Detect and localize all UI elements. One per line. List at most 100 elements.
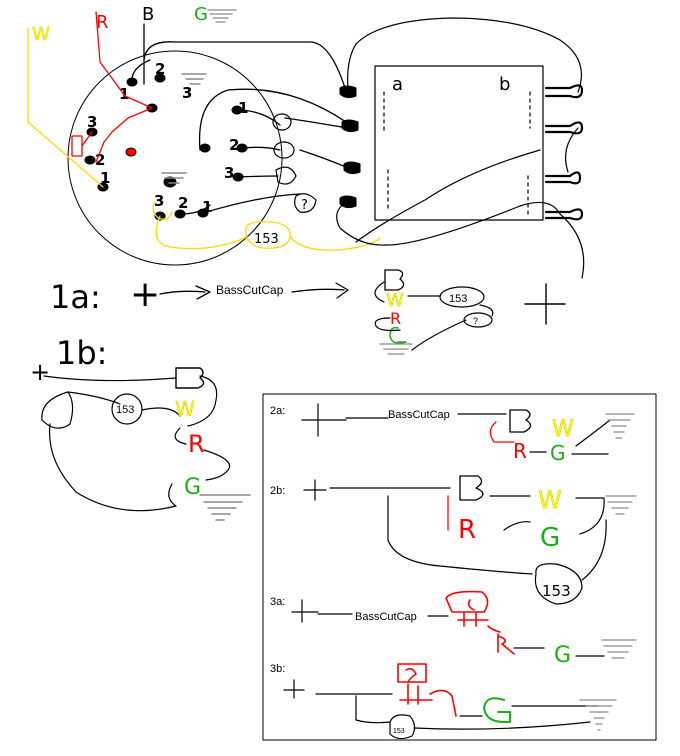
option-1b: 1b: + 153 W R G [30, 334, 251, 521]
option-1a-153-label: 153 [449, 293, 467, 305]
option-2b-label: 2b: [270, 485, 285, 497]
cap-153-top-label: 153 [254, 232, 279, 247]
lug-center-ground [163, 176, 177, 188]
pickup-side-b: b [499, 74, 510, 95]
wire-bottom-1 [202, 193, 301, 214]
contact-2 [273, 141, 295, 159]
option-1a-title: 1a: [50, 278, 101, 316]
lug-top-label-3: 3 [182, 84, 192, 102]
option-1a-black-glyph [384, 269, 405, 291]
option-2a-ground [605, 413, 635, 439]
switch-lugs [84, 73, 248, 221]
option-1a-link [374, 281, 385, 303]
lug-left-label-3: 3 [87, 113, 97, 131]
option-3a-plus [291, 599, 319, 623]
resistor-blob [294, 193, 317, 213]
lug-right-label-2: 2 [229, 136, 239, 154]
option-2a-black-glyph [509, 409, 532, 433]
lug-left-2 [84, 155, 96, 165]
option-1b-black-glyph [175, 367, 205, 389]
option-3a-ground [601, 639, 637, 659]
pickup-lugs-a [339, 85, 361, 209]
option-1a-plus: + [130, 274, 160, 315]
top-ground-symbol [207, 9, 237, 23]
option-3a-green-label: G [554, 643, 571, 668]
options-box: 2a: BassCutCap W R G 2b: W R G 153 3a: [262, 393, 657, 741]
white-wire [27, 27, 104, 188]
option-2b-ground [605, 495, 637, 515]
pickup-body [374, 65, 544, 221]
pickup-side-a: a [392, 74, 403, 95]
option-3b-label: 3b: [270, 663, 285, 675]
wire-to-a-2 [284, 117, 349, 129]
option-3b-red-cluster [397, 663, 457, 717]
option-1a-cap: BassCutCap [216, 283, 284, 297]
option-2a-white-label: W [552, 417, 574, 442]
switch-ground-symbols [161, 73, 207, 184]
wire-right-3 [237, 175, 279, 178]
rotary-switch: 1 2 3 3 2 1 1 2 3 3 2 1 [67, 50, 283, 266]
option-1a-arrow-1 [159, 285, 211, 300]
lug-red [125, 147, 137, 157]
option-2b-black-glyph [459, 475, 484, 501]
yellow-loop [152, 201, 173, 220]
option-3b-ground [579, 699, 617, 731]
option-1a-green-glyph [389, 326, 407, 344]
option-1b-red-label: R [188, 430, 205, 458]
option-2a-red-label: R [513, 439, 527, 463]
option-2a-plus [301, 403, 347, 437]
red-wire [95, 11, 153, 163]
option-2b-plus [303, 479, 327, 501]
contact-3 [275, 166, 297, 185]
option-3a-label: 3a: [270, 596, 285, 608]
option-1a-153-circle [439, 286, 485, 308]
wire-right-2 [241, 146, 281, 151]
cap-153-top: 153 [245, 220, 291, 249]
option-2b-153-blob [534, 563, 583, 605]
label-red-wire: R [96, 12, 109, 33]
wire-right-center [198, 88, 347, 151]
option-1a-arrow-2 [291, 282, 349, 299]
wire-lug-top [131, 59, 151, 85]
option-2b-153-label: 153 [542, 582, 571, 600]
wire-to-a-3 [299, 149, 349, 169]
option-1b-ground [199, 494, 251, 521]
lug-bottom-label-3: 3 [154, 192, 164, 210]
option-3b-green-glyph [483, 697, 511, 723]
option-1b-blob [41, 391, 74, 429]
option-2b-green-label: G [540, 523, 560, 553]
lug-right-center [199, 143, 211, 153]
option-2b-red-label: R [458, 515, 476, 545]
options-box-border [262, 393, 657, 741]
lug-bottom-label-2: 2 [178, 194, 188, 212]
pickup: a b [336, 17, 585, 279]
pickup-coil-dots [383, 91, 531, 215]
lug-right-label-3: 3 [224, 164, 234, 182]
option-1b-title: 1b: [56, 334, 107, 372]
label-white-wire: W [32, 24, 50, 45]
option-3a-red-cluster [445, 590, 515, 655]
option-3b-153-blob [389, 714, 416, 740]
lug-left-label-1: 1 [100, 169, 110, 187]
option-3b-plus [283, 679, 305, 699]
switch-contacts [272, 113, 317, 213]
option-1b-white-label: W [175, 397, 195, 421]
option-1a-ground [379, 343, 413, 355]
option-1b-153-label: 153 [116, 404, 134, 416]
option-1a-right-plus [524, 283, 566, 325]
lug-right-label-1: 1 [238, 99, 248, 117]
option-1a-white-label: W [386, 290, 404, 311]
lug-top-label-2: 2 [155, 60, 165, 78]
option-3b-153-label: 153 [393, 728, 405, 735]
pickup-lugs-b [544, 84, 584, 221]
label-green-wire: G [194, 4, 208, 25]
option-2a-label: 2a: [270, 405, 285, 417]
red-resistor [71, 131, 93, 157]
lug-top-2 [154, 73, 166, 83]
option-1b-153-circle [111, 393, 143, 425]
option-1a: 1a: + BassCutCap W R 153 ? [50, 269, 566, 355]
label-black-wire: B [142, 4, 154, 25]
resistor-label: ? [301, 198, 308, 213]
option-2a-green-label: G [550, 441, 566, 465]
